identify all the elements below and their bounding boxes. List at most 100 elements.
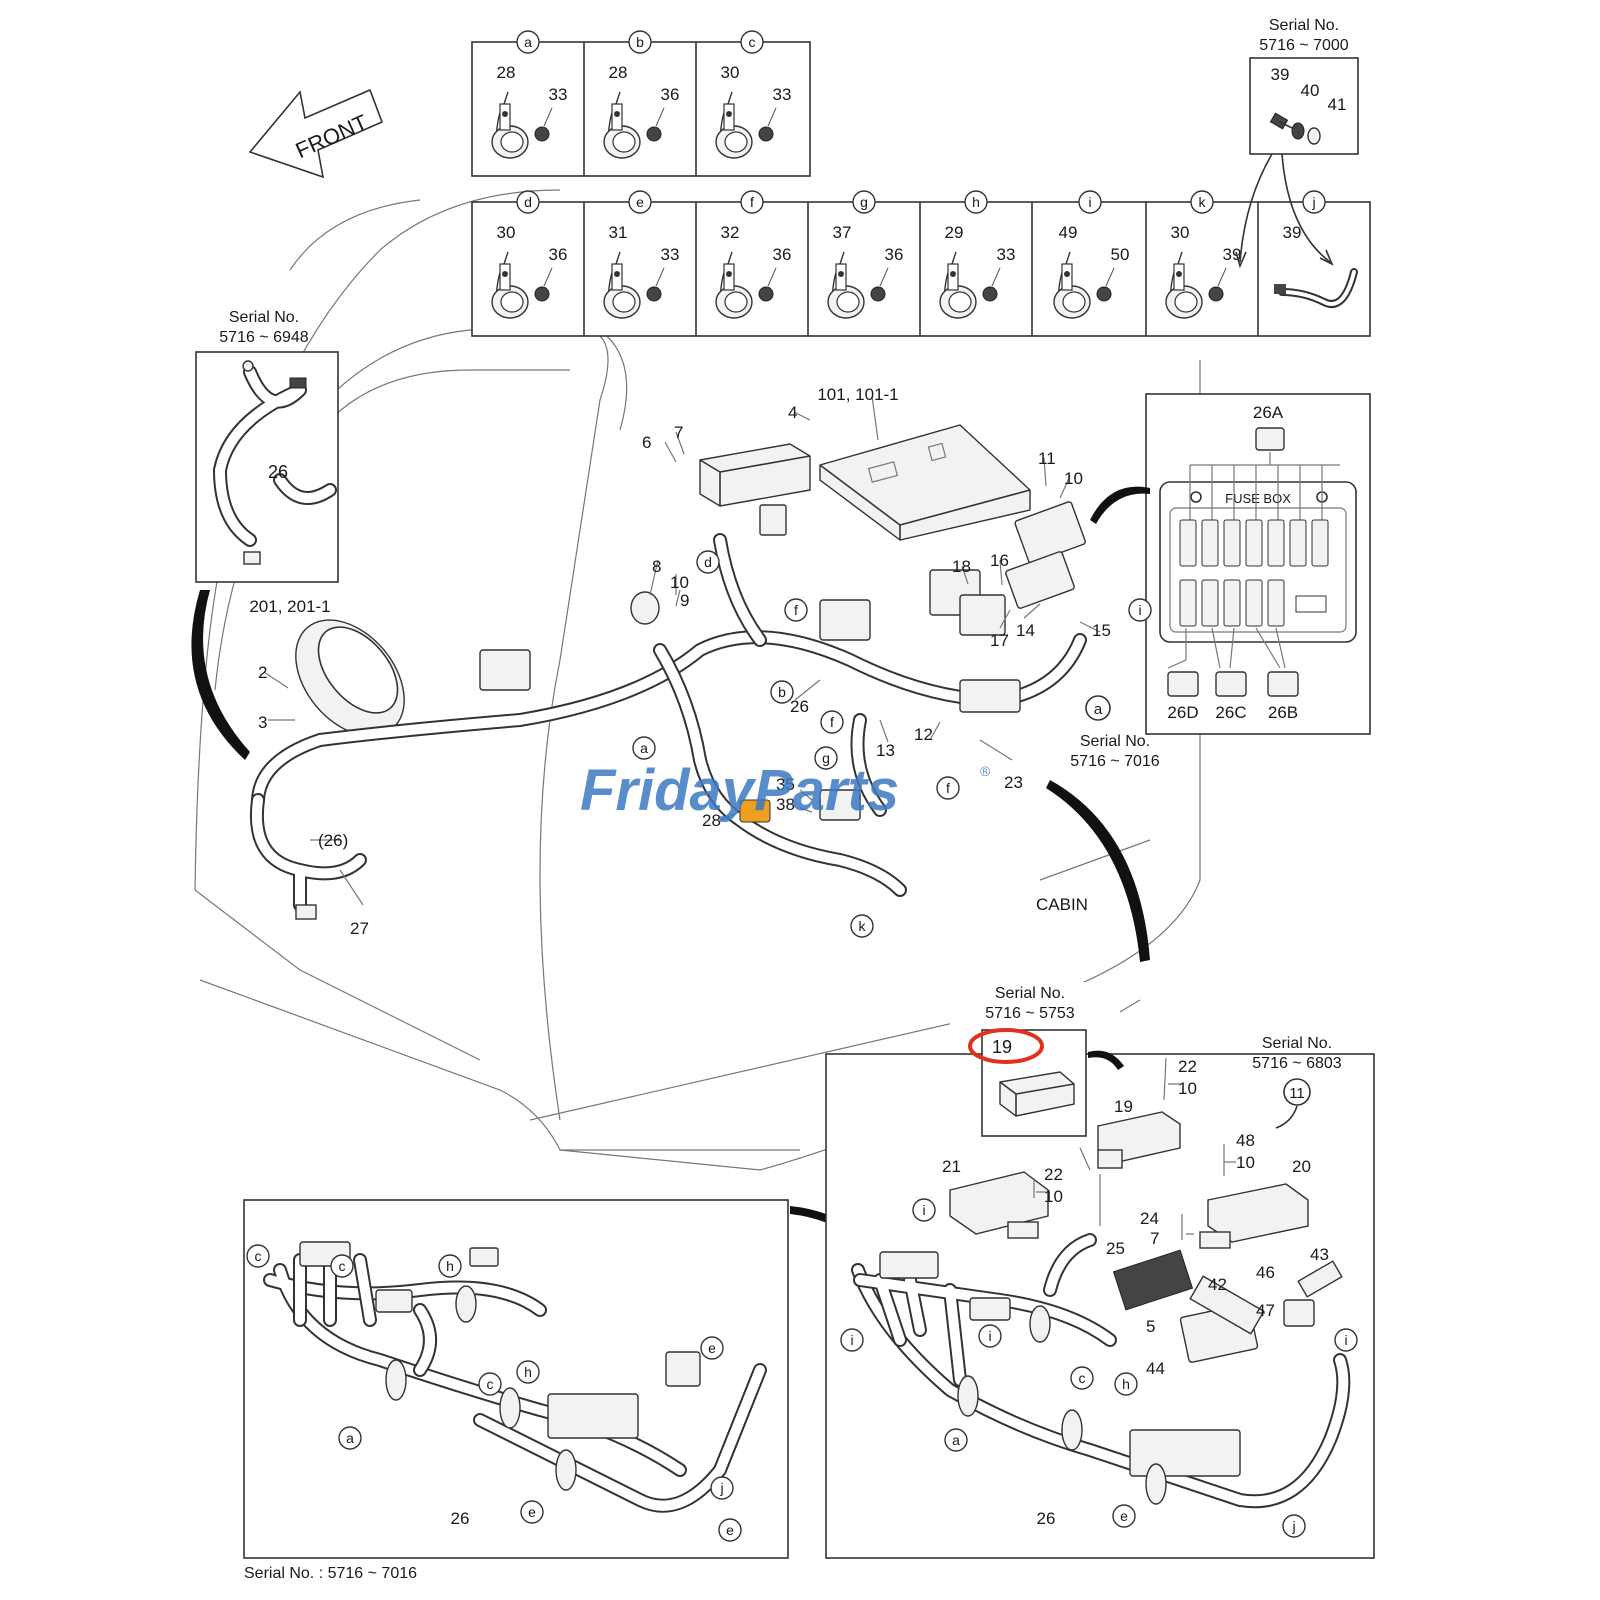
- bl-ref-4: a: [346, 1430, 354, 1446]
- clamp-cell-h-clamp-number: 29: [945, 223, 964, 242]
- main-ref-7-circle: [936, 776, 960, 800]
- clamp-cell-k-letter: k: [1199, 194, 1207, 210]
- br-label-22b: 22: [1044, 1165, 1063, 1184]
- fuse-slot-bottom-5: [1267, 579, 1285, 627]
- br-ref-4: a: [952, 1432, 960, 1448]
- bl-ref-2-circle: [246, 1244, 270, 1268]
- clamp-cell-c-letter-circle: [740, 30, 764, 54]
- fuse-slot-bottom-3: [1223, 579, 1241, 627]
- clamp-row-1: [471, 41, 811, 177]
- label-6: 6: [642, 433, 651, 452]
- watermark-text: FridayParts: [580, 758, 899, 823]
- main-ref-2-circle: [770, 680, 794, 704]
- br-ref-8-circle: [1334, 1328, 1358, 1352]
- bl-ref-3-circle: [438, 1254, 462, 1278]
- clamp-cell-b-clamp-number: 28: [609, 63, 628, 82]
- detail-top-item-2: 40: [1301, 81, 1320, 100]
- clamp-cell-b-bolt-icon: [646, 126, 662, 142]
- main-ref-9-circle: [850, 914, 874, 938]
- watermark-reg: ®: [980, 763, 991, 779]
- br-label-19: 19: [1114, 1097, 1133, 1116]
- detail-left-serial-label: Serial No.: [229, 309, 299, 326]
- fuse-box-detail: 26A FUSE BOX 26D 26C 26B a Serial No. 57…: [1070, 393, 1371, 770]
- main-ref-1: a: [640, 740, 648, 756]
- main-ref-3-circle: [696, 550, 720, 574]
- label-28: 28: [702, 811, 721, 830]
- clamp-cell-g-bolt-icon: [870, 286, 886, 302]
- clamp-cell-d-bolt-number: 36: [549, 245, 568, 264]
- fuse-spare-slot: [1295, 595, 1327, 613]
- bolt-washer-detail: Serial No. 5716 ~ 7000 39 40 41: [1235, 17, 1359, 269]
- fuse-serial-ref: a: [1094, 701, 1103, 718]
- br-ref-9: j: [1291, 1518, 1295, 1534]
- label-26-paren: (26): [318, 831, 348, 850]
- clamp-cell-i-bolt-number: 50: [1111, 245, 1130, 264]
- bl-ref-1: c: [339, 1258, 346, 1274]
- fuse-slot-top-1: [1179, 519, 1197, 567]
- clamp-cell-d-clamp-number: 30: [497, 223, 516, 242]
- clamp-cell-a-letter: a: [524, 34, 532, 50]
- label-18: 18: [952, 557, 971, 576]
- clamp-cell-g-letter-circle: [852, 190, 876, 214]
- main-ref-5: f: [830, 714, 834, 730]
- label-15: 15: [1092, 621, 1111, 640]
- bl-ref-9: j: [719, 1480, 723, 1496]
- main-ref-9: k: [859, 918, 867, 934]
- label-35: 35: [776, 775, 795, 794]
- pointer-bl-to-br: [790, 1206, 860, 1238]
- bl-ref-1-circle: [330, 1254, 354, 1278]
- main-ref-1-circle: [632, 736, 656, 760]
- detail-br-serial2-label: Serial No.: [1262, 1035, 1332, 1052]
- main-ref-4-circle: [784, 598, 808, 622]
- label-7: 7: [674, 423, 683, 442]
- br-ref-5: c: [1079, 1370, 1086, 1386]
- br-label-10a: 10: [1178, 1079, 1197, 1098]
- fuse-top-label: 26A: [1253, 403, 1284, 422]
- br-label-21: 21: [942, 1157, 961, 1176]
- clamp-cell-c-clamp-number: 30: [721, 63, 740, 82]
- front-arrow: FRONT: [248, 88, 384, 179]
- clamp-cell-c-bolt-number: 33: [773, 85, 792, 104]
- clamp-cell-j-letter-circle: [1302, 190, 1326, 214]
- br-ref-7-circle: [1112, 1504, 1136, 1528]
- br-label-47: 47: [1256, 1301, 1275, 1320]
- clamp-cell-e-letter: e: [636, 194, 644, 210]
- detail-top-serial-label: Serial No.: [1269, 17, 1339, 34]
- main-ref-6: g: [822, 750, 830, 766]
- highlight-circle: [968, 1028, 1044, 1064]
- detail-bottom-right: Serial No. 5716 ~ 5753 19 Serial No. 571…: [825, 982, 1375, 1559]
- clamp-cell-c-letter: c: [749, 34, 756, 50]
- bl-ref-5-circle: [478, 1372, 502, 1396]
- label-16: 16: [990, 551, 1009, 570]
- br-ref-3: i: [988, 1328, 991, 1344]
- clamp-cell-f-bolt-number: 36: [773, 245, 792, 264]
- br-label-5: 5: [1146, 1317, 1155, 1336]
- detail-bottom-left: Serial No. : 5716 ~ 7016 26: [243, 1199, 789, 1582]
- detail-br-serial2-range: 5716 ~ 6803: [1252, 1055, 1342, 1072]
- fuse-slot-top-5: [1267, 519, 1285, 567]
- br-label-25: 25: [1106, 1239, 1125, 1258]
- clamp-cell-b-letter-circle: [628, 30, 652, 54]
- br-label-7: 7: [1150, 1229, 1159, 1248]
- label-11: 11: [1038, 449, 1056, 468]
- clamp-cell-d-letter-circle: [516, 190, 540, 214]
- fuse-slot-top-7: [1311, 519, 1329, 567]
- clamp-cell-f-letter: f: [750, 194, 754, 210]
- label-2: 2: [258, 663, 267, 682]
- br-label-10b: 10: [1044, 1187, 1063, 1206]
- label-14: 14: [1016, 621, 1035, 640]
- fuse-slot-top-3: [1223, 519, 1241, 567]
- clamp-cell-c-bolt-icon: [758, 126, 774, 142]
- label-13: 13: [876, 741, 895, 760]
- fuse-slot-bottom-1: [1179, 579, 1197, 627]
- clamp-cell-h-bolt-icon: [982, 286, 998, 302]
- detail-br-serial-range: 5716 ~ 5753: [985, 1005, 1075, 1022]
- fuse-serial-label: Serial No.: [1080, 733, 1150, 750]
- bl-ref-2: c: [255, 1248, 262, 1264]
